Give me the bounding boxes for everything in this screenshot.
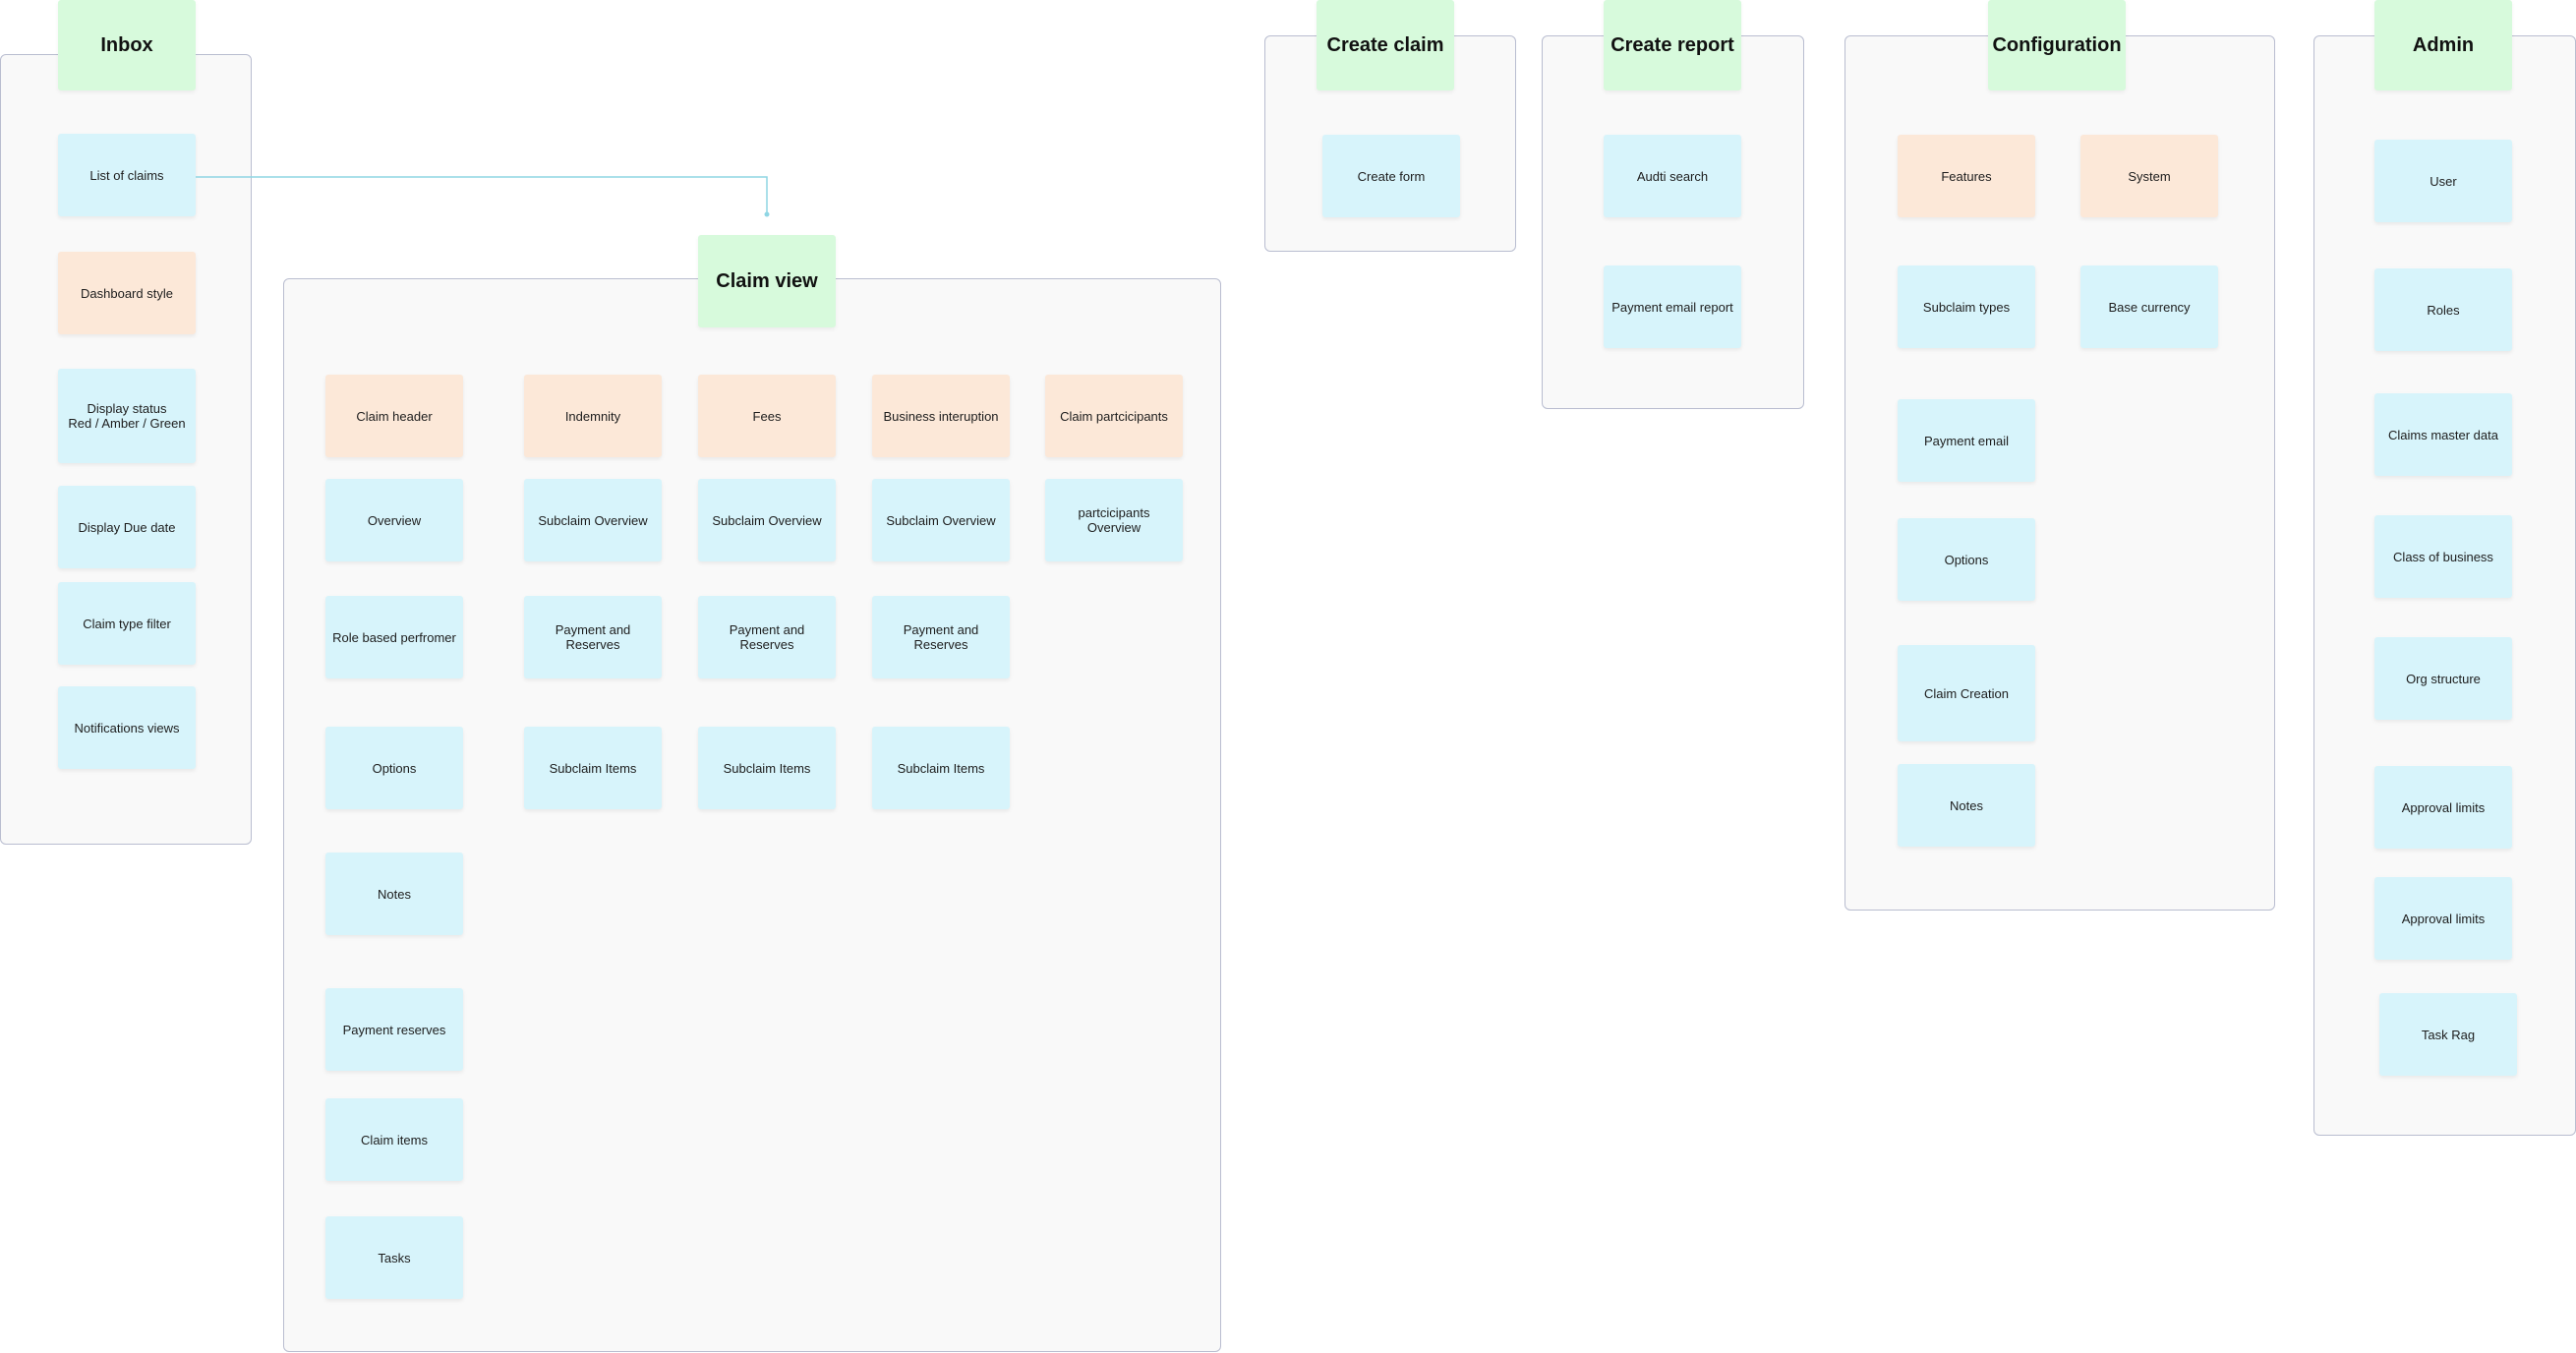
note-fees-payment-and-reserves[interactable]: Payment and Reserves bbox=[698, 596, 836, 678]
note-subclaim-types[interactable]: Subclaim types bbox=[1898, 265, 2035, 348]
inbox-header[interactable]: Inbox bbox=[58, 0, 196, 90]
note-claim-creation[interactable]: Claim Creation bbox=[1898, 645, 2035, 741]
note-fees[interactable]: Fees bbox=[698, 375, 836, 457]
note-bi-payment-and-reserves[interactable]: Payment and Reserves bbox=[872, 596, 1010, 678]
note-options[interactable]: Options bbox=[325, 727, 463, 809]
note-fees-subclaim-items[interactable]: Subclaim Items bbox=[698, 727, 836, 809]
note-tasks[interactable]: Tasks bbox=[325, 1216, 463, 1299]
note-business-interruption[interactable]: Business interuption bbox=[872, 375, 1010, 457]
note-config-notes[interactable]: Notes bbox=[1898, 764, 2035, 847]
admin-header[interactable]: Admin bbox=[2374, 0, 2512, 90]
note-fees-subclaim-overview[interactable]: Subclaim Overview bbox=[698, 479, 836, 561]
note-notes[interactable]: Notes bbox=[325, 853, 463, 935]
note-payment-email-report[interactable]: Payment email report bbox=[1604, 265, 1741, 348]
note-approval-limits-2[interactable]: Approval limits bbox=[2374, 877, 2512, 960]
note-claims-master-data[interactable]: Claims master data bbox=[2374, 393, 2512, 476]
note-overview[interactable]: Overview bbox=[325, 479, 463, 561]
note-notifications-views[interactable]: Notifications views bbox=[58, 686, 196, 769]
note-bi-subclaim-items[interactable]: Subclaim Items bbox=[872, 727, 1010, 809]
note-indemnity-payment-and-reserves[interactable]: Payment and Reserves bbox=[524, 596, 662, 678]
note-create-form[interactable]: Create form bbox=[1322, 135, 1460, 217]
note-dashboard-style[interactable]: Dashboard style bbox=[58, 252, 196, 334]
note-display-status[interactable]: Display status Red / Amber / Green bbox=[58, 369, 196, 463]
note-display-due-date[interactable]: Display Due date bbox=[58, 486, 196, 568]
note-approval-limits-1[interactable]: Approval limits bbox=[2374, 766, 2512, 849]
note-config-options[interactable]: Options bbox=[1898, 518, 2035, 601]
note-org-structure[interactable]: Org structure bbox=[2374, 637, 2512, 720]
note-bi-subclaim-overview[interactable]: Subclaim Overview bbox=[872, 479, 1010, 561]
claim-view-header[interactable]: Claim view bbox=[698, 235, 836, 327]
configuration-header[interactable]: Configuration bbox=[1988, 0, 2126, 90]
note-role-based-performer[interactable]: Role based perfromer bbox=[325, 596, 463, 678]
note-participants-overview[interactable]: partcicipants Overview bbox=[1045, 479, 1183, 561]
note-payment-email[interactable]: Payment email bbox=[1898, 399, 2035, 482]
note-claim-type-filter[interactable]: Claim type filter bbox=[58, 582, 196, 665]
note-list-of-claims[interactable]: List of claims bbox=[58, 134, 196, 216]
note-features[interactable]: Features bbox=[1898, 135, 2035, 217]
note-roles[interactable]: Roles bbox=[2374, 268, 2512, 351]
note-user[interactable]: User bbox=[2374, 140, 2512, 222]
create-report-frame bbox=[1542, 35, 1804, 409]
create-claim-header[interactable]: Create claim bbox=[1317, 0, 1454, 90]
note-system[interactable]: System bbox=[2080, 135, 2218, 217]
note-payment-reserves[interactable]: Payment reserves bbox=[325, 988, 463, 1071]
note-claim-participants[interactable]: Claim partcicipants bbox=[1045, 375, 1183, 457]
create-report-header[interactable]: Create report bbox=[1604, 0, 1741, 90]
note-claim-header[interactable]: Claim header bbox=[325, 375, 463, 457]
note-audit-search[interactable]: Audti search bbox=[1604, 135, 1741, 217]
note-claim-items[interactable]: Claim items bbox=[325, 1098, 463, 1181]
note-indemnity-subclaim-items[interactable]: Subclaim Items bbox=[524, 727, 662, 809]
note-indemnity[interactable]: Indemnity bbox=[524, 375, 662, 457]
note-task-rag[interactable]: Task Rag bbox=[2379, 993, 2517, 1076]
note-base-currency[interactable]: Base currency bbox=[2080, 265, 2218, 348]
note-class-of-business[interactable]: Class of business bbox=[2374, 515, 2512, 598]
note-indemnity-subclaim-overview[interactable]: Subclaim Overview bbox=[524, 479, 662, 561]
